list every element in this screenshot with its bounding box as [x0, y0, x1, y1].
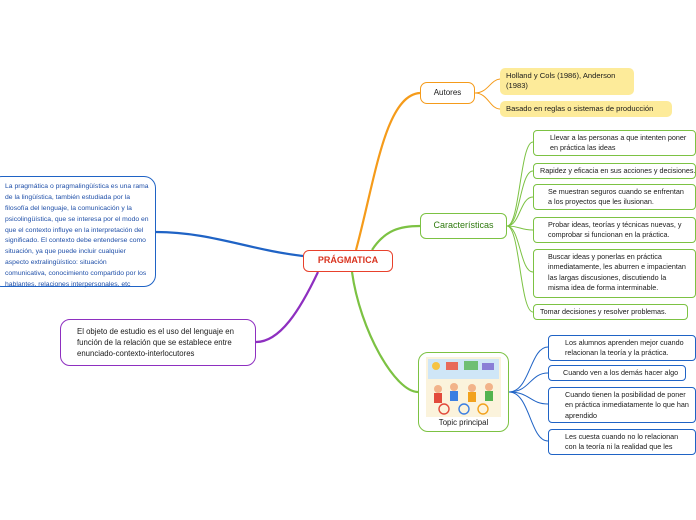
caracteristica-item-1[interactable]: Llevar a las personas a que intenten pon… [533, 130, 696, 156]
link-car-3 [507, 197, 533, 226]
objeto-de-estudio[interactable]: El objeto de estudio es el uso del lengu… [60, 319, 256, 366]
link-autores-1 [475, 79, 500, 93]
link-central-caracteristicas [372, 226, 420, 250]
link-central-topic [352, 272, 418, 392]
link-car-5 [507, 226, 533, 272]
autores-item-holland[interactable]: Holland y Cols (1986), Anderson (1983) [500, 68, 634, 95]
central-node[interactable]: PRÁGMATICA [303, 250, 393, 272]
link-autores-2 [475, 93, 500, 109]
link-car-6 [507, 226, 533, 312]
topic-principal-label: Topic principal [439, 417, 488, 428]
link-topic-2 [509, 373, 548, 392]
link-topic-1 [509, 347, 548, 392]
link-topic-4 [509, 392, 548, 441]
classroom-illustration [426, 357, 501, 417]
caracteristica-item-5[interactable]: Buscar ideas y ponerlas en práctica inme… [533, 249, 696, 298]
caracteristica-item-2[interactable]: Rapidez y eficacia en sus acciones y dec… [533, 163, 696, 179]
caracteristica-item-6[interactable]: Tomar decisiones y resolver problemas. [533, 304, 688, 320]
link-central-objeto [256, 272, 318, 342]
descripcion-pragmatica[interactable]: La pragmática o pragmalingüística es una… [0, 176, 156, 287]
topic-item-2[interactable]: Cuando ven a los demás hacer algo [548, 365, 686, 381]
topic-item-4[interactable]: Les cuesta cuando no lo relacionan con l… [548, 429, 696, 455]
link-central-descripcion [156, 232, 303, 256]
topic-item-1[interactable]: Los alumnos aprenden mejor cuando relaci… [548, 335, 696, 361]
autores-node[interactable]: Autores [420, 82, 475, 104]
caracteristica-item-3[interactable]: Se muestran seguros cuando se enfrentan … [533, 184, 696, 210]
caracteristicas-node[interactable]: Características [420, 213, 507, 239]
caracteristica-item-4[interactable]: Probar ideas, teorías y técnicas nuevas,… [533, 217, 696, 243]
topic-principal-node[interactable]: Topic principal [418, 352, 509, 432]
link-car-1 [507, 142, 533, 226]
autores-item-reglas[interactable]: Basado en reglas o sistemas de producció… [500, 101, 672, 117]
topic-item-3[interactable]: Cuando tienen la posibilidad de poner en… [548, 387, 696, 423]
